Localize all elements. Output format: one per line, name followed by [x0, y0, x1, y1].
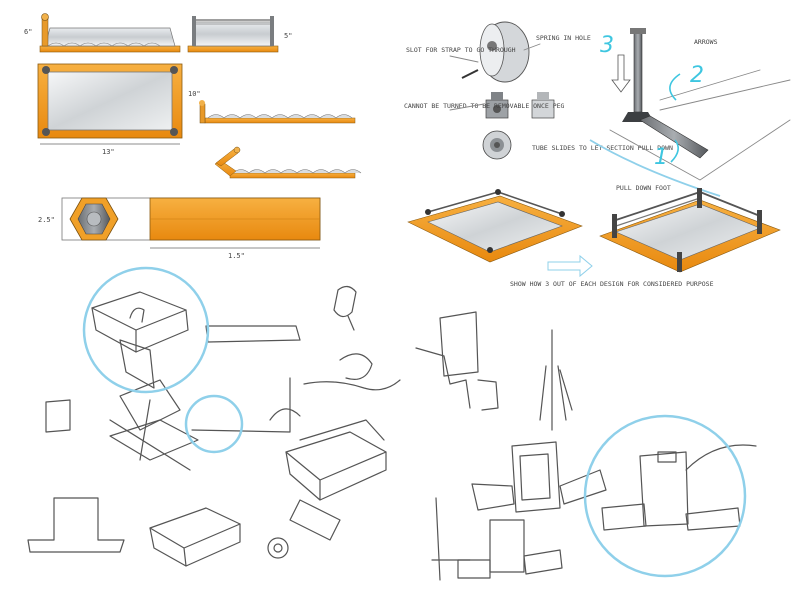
dim-front-height: 6" [24, 28, 32, 36]
dim-side-height: 5" [284, 32, 292, 40]
ring-render-left [407, 189, 583, 263]
note-show-how: SHOW HOW 3 OUT OF EACH DESIGN FOR CONSID… [510, 280, 714, 288]
tray-folding-section [214, 146, 362, 179]
step-number-1: 1 [654, 145, 668, 170]
note-spring: SPRING IN HOLE [536, 34, 591, 42]
dim-hex: 2.5" [38, 216, 55, 224]
pencil-sketches-right [415, 311, 757, 581]
dim-plan-height: 10" [188, 90, 201, 98]
ring-render-right [599, 188, 781, 273]
note-arrows: ARROWS [694, 38, 718, 46]
tray-side-elevation [187, 16, 279, 53]
step-number-2: 2 [690, 63, 704, 88]
notes-top-right: SLOT FOR STRAP TO GO THROUGH SPRING IN H… [404, 34, 718, 192]
arrow-icon [611, 54, 631, 93]
highlight-circle-box [82, 266, 210, 394]
note-pull-down: PULL DOWN FOOT [616, 184, 671, 192]
dim-bar: 1.5" [228, 252, 245, 260]
peg-assembly [589, 28, 791, 197]
highlight-circle-hinge [184, 394, 244, 454]
hex-end-and-bar [61, 197, 321, 241]
highlight-circle-stand [583, 414, 747, 578]
peg-knob-icon [482, 92, 555, 160]
note-slot: SLOT FOR STRAP TO GO THROUGH [406, 46, 516, 54]
tray-plan-view [37, 63, 183, 139]
dim-plan-width: 13" [102, 148, 115, 156]
peg-knob-cylinder [461, 21, 530, 83]
tray-front-elevation [39, 13, 181, 53]
note-cannot-turn: CANNOT BE TURNED TO BE REMOVABLE ONCE PE… [404, 102, 565, 110]
step-number-3: 3 [600, 33, 614, 58]
tray-flat-section [199, 100, 356, 124]
